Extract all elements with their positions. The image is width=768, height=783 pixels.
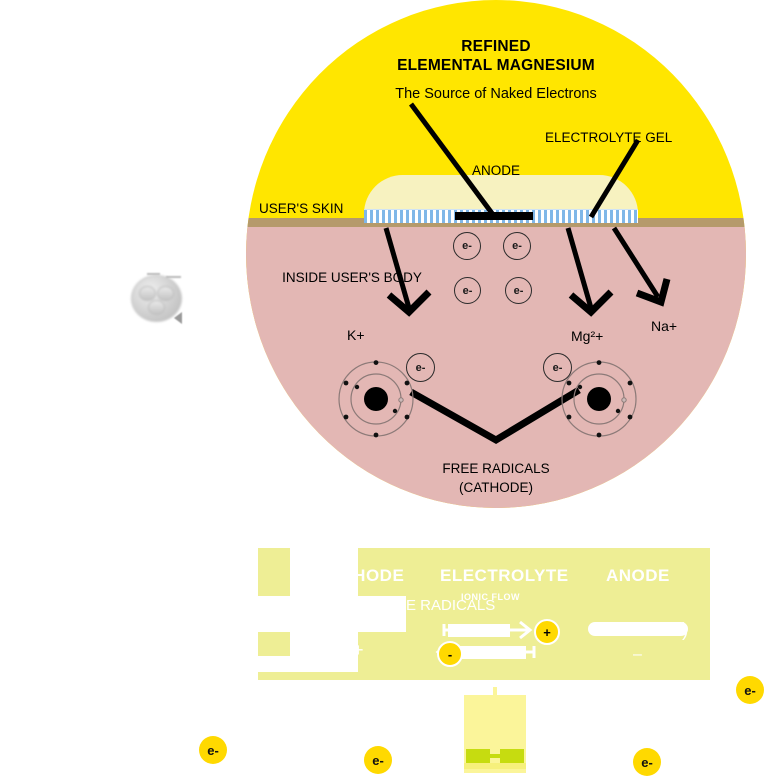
electron-label: e- — [641, 754, 653, 770]
electron-label: e- — [744, 682, 756, 698]
electron-label: e- — [462, 284, 473, 297]
floating-electron-badge[interactable]: e- — [199, 736, 227, 764]
disc-button — [139, 286, 156, 301]
panel-anode-sign: – — [633, 646, 642, 663]
electron-label: e- — [372, 752, 384, 768]
anode-electrode-terminal: ) — [682, 620, 689, 641]
atom-diagram-left — [338, 360, 414, 438]
label-anode: ANODE — [471, 163, 520, 178]
blurred-device-disc-icon[interactable] — [131, 275, 182, 322]
white-occluder-shape — [258, 596, 290, 632]
electron-label: e- — [552, 361, 563, 374]
free-radicals-line-2: (CATHODE) — [459, 480, 533, 495]
label-electrolyte-gel: ELECTROLYTE GEL — [545, 130, 673, 145]
card-foot-middle — [488, 754, 504, 758]
positive-charge-badge: + — [534, 619, 560, 645]
label-inside-users-body: INSIDE USER'S BODY — [282, 270, 422, 285]
negative-charge-badge: - — [437, 641, 463, 667]
electron-bubble: e- — [453, 232, 481, 260]
electron-bubble-left-atom: e- — [406, 353, 435, 382]
title-line-1: REFINED — [461, 38, 531, 55]
card-foot-right — [500, 749, 524, 763]
free-radicals-line-1: FREE RADICALS — [442, 461, 550, 476]
floating-electron-badge[interactable]: e- — [736, 676, 764, 704]
electron-label: e- — [513, 284, 524, 297]
battery-schematic-panel: + - CATHODE ELECTROLYTE ANODE IONIC FLOW… — [258, 546, 710, 680]
label-potassium-ion: K+ — [347, 327, 365, 343]
floating-electron-badge[interactable]: e- — [364, 746, 392, 774]
card-base — [464, 763, 526, 769]
electron-label: e- — [415, 361, 426, 374]
panel-label-ionic-flow: IONIC FLOW — [461, 592, 520, 602]
electron-label: e- — [512, 240, 522, 252]
panel-label-electrolyte: ELECTROLYTE — [440, 566, 569, 585]
electron-bubble: e- — [454, 277, 481, 304]
panel-cathode-sign: + — [353, 640, 364, 660]
diagram-title: REFINED ELEMENTAL MAGNESIUM — [246, 37, 746, 75]
disc-button — [148, 300, 165, 315]
cation-flow-bar — [448, 624, 510, 637]
card-foot-left — [466, 749, 490, 763]
floating-electron-badge[interactable]: e- — [633, 748, 661, 776]
white-occluder-shape — [290, 546, 358, 664]
anion-flow-bar — [458, 646, 526, 659]
inside-body-region — [246, 227, 746, 508]
label-magnesium-ion: Mg²+ — [571, 328, 604, 344]
magnesium-circle-diagram: REFINED ELEMENTAL MAGNESIUM The Source o… — [246, 0, 746, 508]
atom-diagram-right — [561, 360, 637, 438]
label-free-radicals-cathode: FREE RADICALS (CATHODE) — [366, 459, 626, 497]
white-occluder-shape — [358, 596, 406, 632]
electron-bubble: e- — [505, 277, 532, 304]
label-sodium-ion: Na+ — [651, 318, 678, 334]
electron-label: e- — [207, 742, 219, 758]
diagram-connectors — [383, 102, 671, 445]
selection-dash-left — [147, 273, 160, 275]
positive-sign: + — [543, 624, 551, 640]
disc-button — [157, 286, 174, 301]
play-triangle-icon[interactable] — [174, 312, 182, 324]
panel-footer-strip — [258, 672, 710, 680]
yellow-battery-card[interactable] — [464, 687, 526, 773]
card-stem — [493, 687, 497, 697]
negative-sign: - — [447, 646, 453, 662]
electron-bubble-right-atom: e- — [543, 353, 572, 382]
electron-label: e- — [462, 240, 472, 252]
electron-bubble: e- — [503, 232, 531, 260]
selection-dash-right — [166, 276, 181, 278]
label-users-skin: USER'S SKIN — [259, 201, 344, 216]
diagram-subtitle: The Source of Naked Electrons — [395, 86, 597, 102]
panel-label-anode: ANODE — [606, 566, 670, 585]
anode-electrode-pill — [588, 622, 688, 636]
title-line-2: ELEMENTAL MAGNESIUM — [397, 57, 595, 74]
